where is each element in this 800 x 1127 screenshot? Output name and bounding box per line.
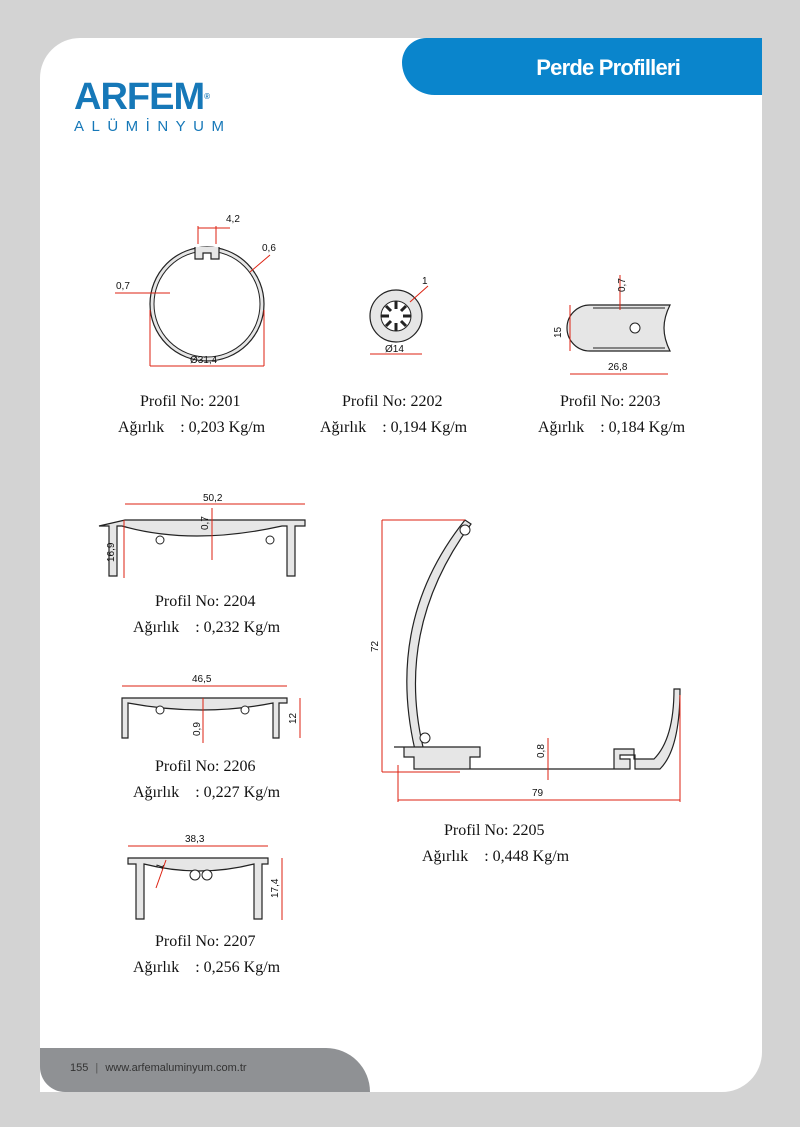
profile-number: Profil No: 2206: [155, 758, 256, 775]
profile-2201-caption: Profil No: 2201 Ağırlık : 0,203 Kg/m: [118, 389, 265, 441]
weight-label: Ağırlık: [133, 959, 180, 976]
profile-number: Profil No: 2201: [140, 393, 241, 410]
section-title: Perde Profilleri: [536, 55, 681, 80]
profile-number: Profil No: 2202: [342, 393, 443, 410]
profile-2207-drawing: 38,3 1 17,4: [127, 834, 283, 920]
dim-label: 17,4: [270, 878, 281, 898]
weight-value: : 0,184 Kg/m: [600, 419, 686, 436]
profile-2207-caption: Profil No: 2207 Ağırlık : 0,256 Kg/m: [133, 929, 280, 981]
profile-number: Profil No: 2204: [155, 593, 256, 610]
weight-value: : 0,227 Kg/m: [195, 784, 281, 801]
logo-subtitle: ALÜMİNYUM: [74, 118, 232, 135]
weight-label: Ağırlık: [133, 784, 180, 801]
profile-2206-caption: Profil No: 2206 Ağırlık : 0,227 Kg/m: [133, 754, 280, 806]
weight-value: : 0,194 Kg/m: [382, 419, 468, 436]
dim-label: 12: [288, 712, 299, 724]
arfem-logo: ARFEM® ALÜMİNYUM: [74, 78, 232, 135]
weight-label: Ağırlık: [320, 419, 367, 436]
dim-label: 46,5: [192, 674, 212, 685]
dim-label: 0,8: [536, 744, 547, 758]
dim-label: 4,2: [226, 214, 240, 225]
dim-label: 0,7: [200, 516, 211, 530]
dim-label: 1: [422, 276, 428, 287]
dim-label: 0,9: [192, 722, 203, 736]
dim-label: 38,3: [185, 834, 205, 845]
dim-label: 1: [154, 862, 166, 871]
section-header-tab: Perde Profilleri: [402, 38, 762, 95]
weight-value: : 0,232 Kg/m: [195, 619, 281, 636]
dim-label: 16,9: [106, 542, 117, 562]
dim-label: 0,7: [617, 278, 628, 292]
weight-label: Ağırlık: [118, 419, 165, 436]
profile-number: Profil No: 2205: [444, 822, 545, 839]
weight-value: : 0,448 Kg/m: [484, 848, 570, 865]
dim-label: 0,6: [262, 243, 276, 254]
page: [40, 38, 762, 1092]
footer: 155 | www.arfemaluminyum.com.tr: [40, 1048, 370, 1092]
profile-2204-drawing: 50,2 0,7 16,9: [98, 493, 306, 578]
registered-icon: ®: [204, 92, 210, 101]
profile-2205-drawing: 72 0,8 79: [370, 519, 681, 802]
website-link[interactable]: www.arfemaluminyum.com.tr: [105, 1062, 247, 1074]
dim-label: Ø31,4: [190, 355, 218, 366]
profile-2204-caption: Profil No: 2204 Ağırlık : 0,232 Kg/m: [133, 589, 280, 641]
dim-label: 50,2: [203, 493, 223, 504]
weight-label: Ağırlık: [538, 419, 585, 436]
profile-number: Profil No: 2203: [560, 393, 661, 410]
profile-2201-drawing: 4,2 0,6 0,7 Ø31,4: [115, 214, 276, 367]
dim-label: 72: [370, 640, 381, 652]
dim-label: 26,8: [608, 362, 628, 373]
footer-separator: |: [95, 1062, 99, 1074]
weight-value: : 0,203 Kg/m: [180, 419, 266, 436]
dim-label: 79: [532, 788, 544, 799]
dim-label: 0,7: [116, 281, 130, 292]
profile-2203-drawing: 0,7 15 26,8: [553, 275, 671, 375]
profile-2202-drawing: 1 Ø14: [369, 276, 429, 355]
profile-2203-caption: Profil No: 2203 Ağırlık : 0,184 Kg/m: [538, 389, 685, 441]
profile-2202-caption: Profil No: 2202 Ağırlık : 0,194 Kg/m: [320, 389, 467, 441]
weight-label: Ağırlık: [133, 619, 180, 636]
profile-2205-caption: Profil No: 2205 Ağırlık : 0,448 Kg/m: [422, 818, 569, 870]
weight-label: Ağırlık: [422, 848, 469, 865]
weight-value: : 0,256 Kg/m: [195, 959, 281, 976]
logo-name: ARFEM: [74, 76, 205, 118]
dim-label: Ø14: [385, 344, 404, 355]
dim-label: 15: [553, 326, 564, 338]
profile-2206-drawing: 46,5 0,9 12: [121, 674, 301, 743]
page-number: 155: [70, 1062, 89, 1074]
profile-number: Profil No: 2207: [155, 933, 256, 950]
